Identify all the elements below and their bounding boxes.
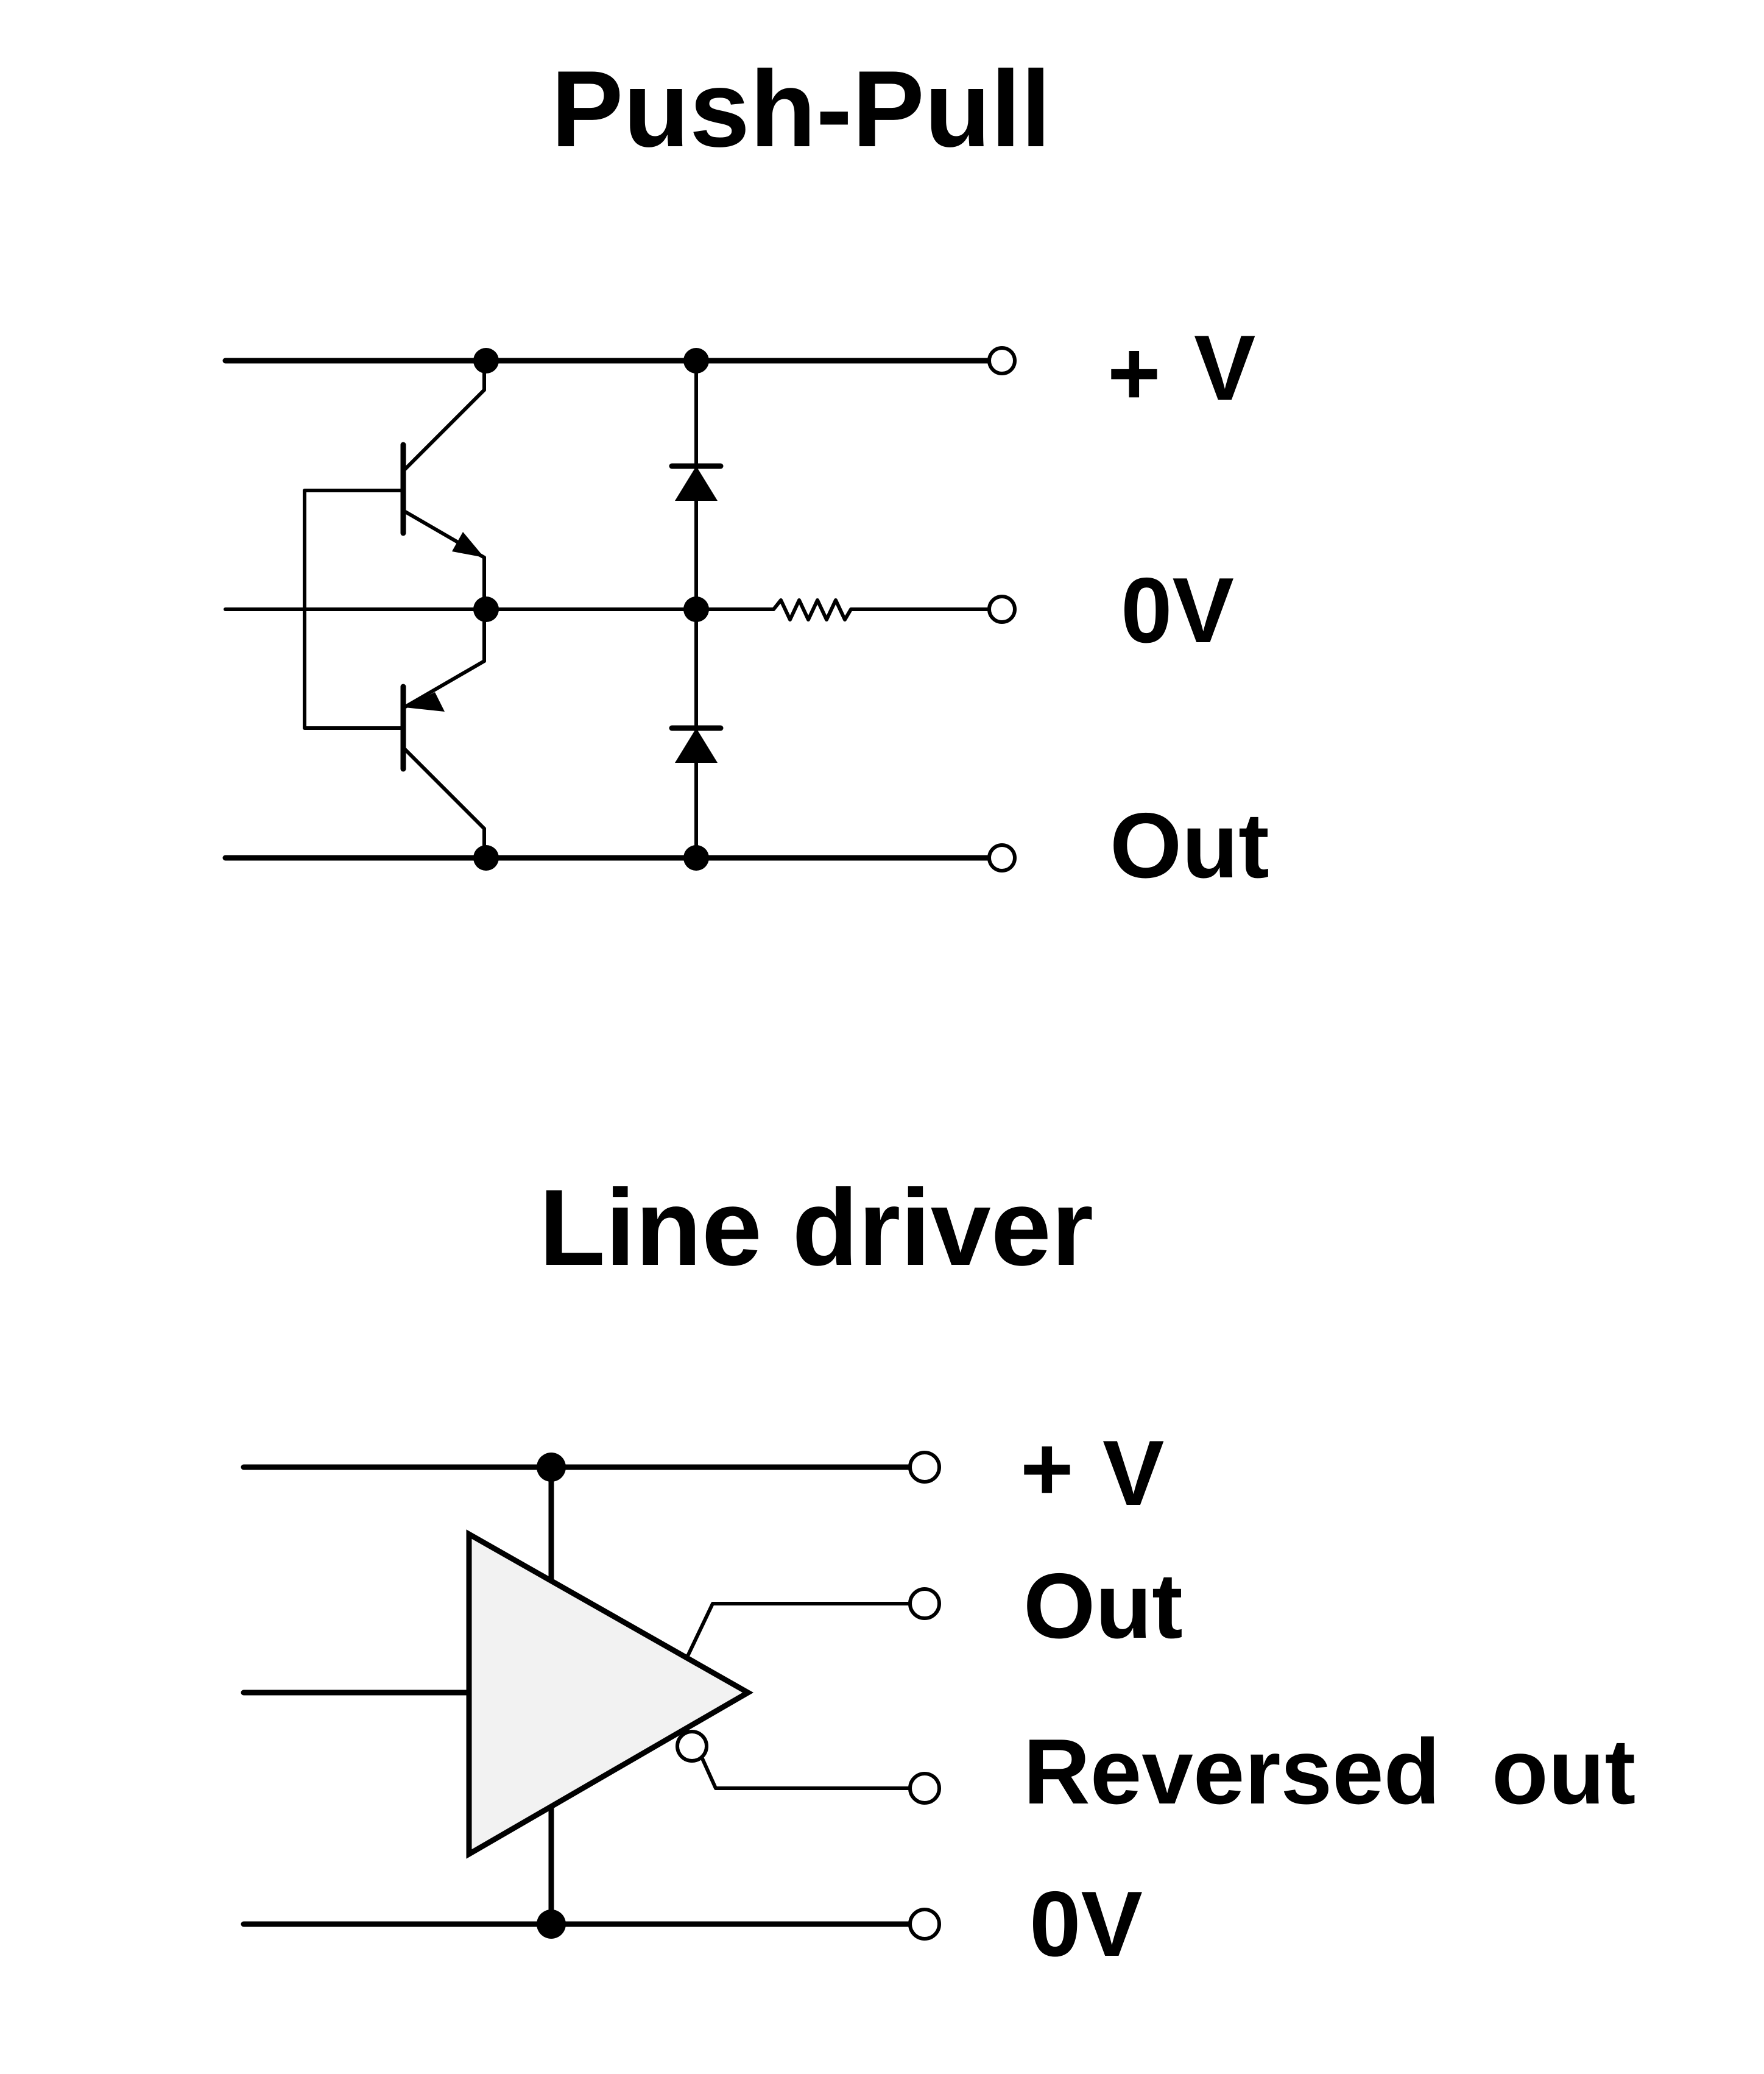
resistor <box>694 598 992 621</box>
lower-emitter-arrow <box>404 692 445 712</box>
terminal-0v <box>908 1908 941 1941</box>
lower-diode <box>675 728 718 763</box>
upper-transistor <box>400 359 486 611</box>
terminal-0v <box>987 595 1017 624</box>
push-pull-plus-label: + <box>1107 322 1161 424</box>
line-driver-reversed-out-wire <box>700 1755 912 1790</box>
inversion-bubble <box>676 1730 708 1763</box>
push-pull-v-label: V <box>1194 316 1255 420</box>
push-pull-out-label: Out <box>1110 794 1269 897</box>
push-pull-title: Push-Pull <box>551 48 1051 169</box>
lower-transistor <box>400 607 486 860</box>
line-driver-0v-label: 0V <box>1029 1872 1143 1976</box>
push-pull-circuit <box>222 346 1017 872</box>
push-pull-base-bracket <box>303 489 404 730</box>
terminal-reversed-out <box>908 1772 941 1805</box>
amplifier-triangle <box>466 1529 754 1859</box>
line-driver-out-wire <box>685 1602 912 1659</box>
terminal-plus-v <box>987 346 1017 375</box>
upper-emitter-arrow <box>452 532 484 557</box>
terminal-plus-v <box>908 1451 941 1484</box>
line-driver-out-label: Out <box>1023 1554 1183 1658</box>
line-driver-reversed-out-label: Reversed out <box>1023 1720 1635 1824</box>
line-driver-v-label: V <box>1102 1421 1164 1525</box>
junction-dot <box>473 348 499 373</box>
junction-dot <box>683 596 709 622</box>
junction-dot <box>473 845 499 871</box>
line-driver-title: Line driver <box>539 1167 1093 1288</box>
line-driver-circuit <box>241 1451 941 1941</box>
junction-dot <box>537 1453 566 1482</box>
junction-dot <box>537 1909 566 1939</box>
junction-dot <box>683 348 709 373</box>
upper-diode <box>675 466 718 501</box>
junction-dot <box>473 596 499 622</box>
line-driver-plus-label: + <box>1020 1417 1074 1520</box>
junction-dot <box>683 845 709 871</box>
terminal-out <box>908 1587 941 1620</box>
push-pull-0v-label: 0V <box>1121 559 1234 662</box>
terminal-out <box>987 843 1017 872</box>
